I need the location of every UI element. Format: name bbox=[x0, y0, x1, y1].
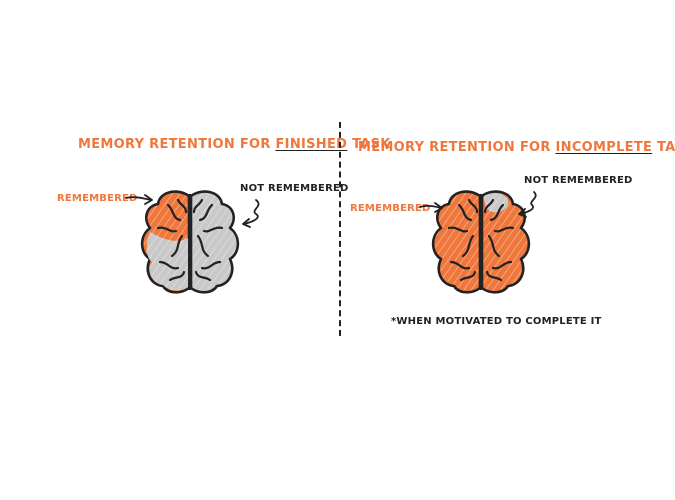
left-remembered-arrow-icon bbox=[125, 196, 152, 201]
panel-divider bbox=[339, 122, 341, 336]
right-label-remembered: REMEMBERED bbox=[350, 203, 431, 214]
right-label-not-remembered: NOT REMEMBERED bbox=[524, 175, 633, 186]
right-title-suffix: TASK* bbox=[657, 140, 675, 155]
right-title: MEMORY RETENTION FOR INCOMPLETE TASK* bbox=[358, 140, 675, 155]
left-title-prefix: MEMORY RETENTION FOR bbox=[78, 137, 276, 152]
left-brain-right-hemisphere bbox=[189, 190, 240, 294]
left-brain-icon bbox=[140, 190, 240, 294]
right-title-prefix: MEMORY RETENTION FOR bbox=[358, 140, 556, 155]
left-title: MEMORY RETENTION FOR FINISHED TASK bbox=[78, 137, 391, 152]
right-brain-forgotten-patch bbox=[484, 192, 509, 213]
right-brain-icon bbox=[431, 190, 531, 294]
left-label-remembered: REMEMBERED bbox=[57, 193, 138, 204]
left-not-remembered-arrow-icon bbox=[243, 199, 260, 225]
left-label-not-remembered: NOT REMEMBERED bbox=[240, 183, 349, 194]
right-remembered-arrow-icon bbox=[419, 205, 442, 209]
right-footnote: *WHEN MOTIVATED TO COMPLETE IT bbox=[391, 316, 602, 327]
right-not-remembered-arrow-icon bbox=[519, 191, 537, 215]
left-title-highlight: FINISHED bbox=[275, 137, 348, 152]
right-title-highlight: INCOMPLETE bbox=[555, 140, 653, 155]
left-title-suffix: TASK bbox=[347, 137, 391, 152]
